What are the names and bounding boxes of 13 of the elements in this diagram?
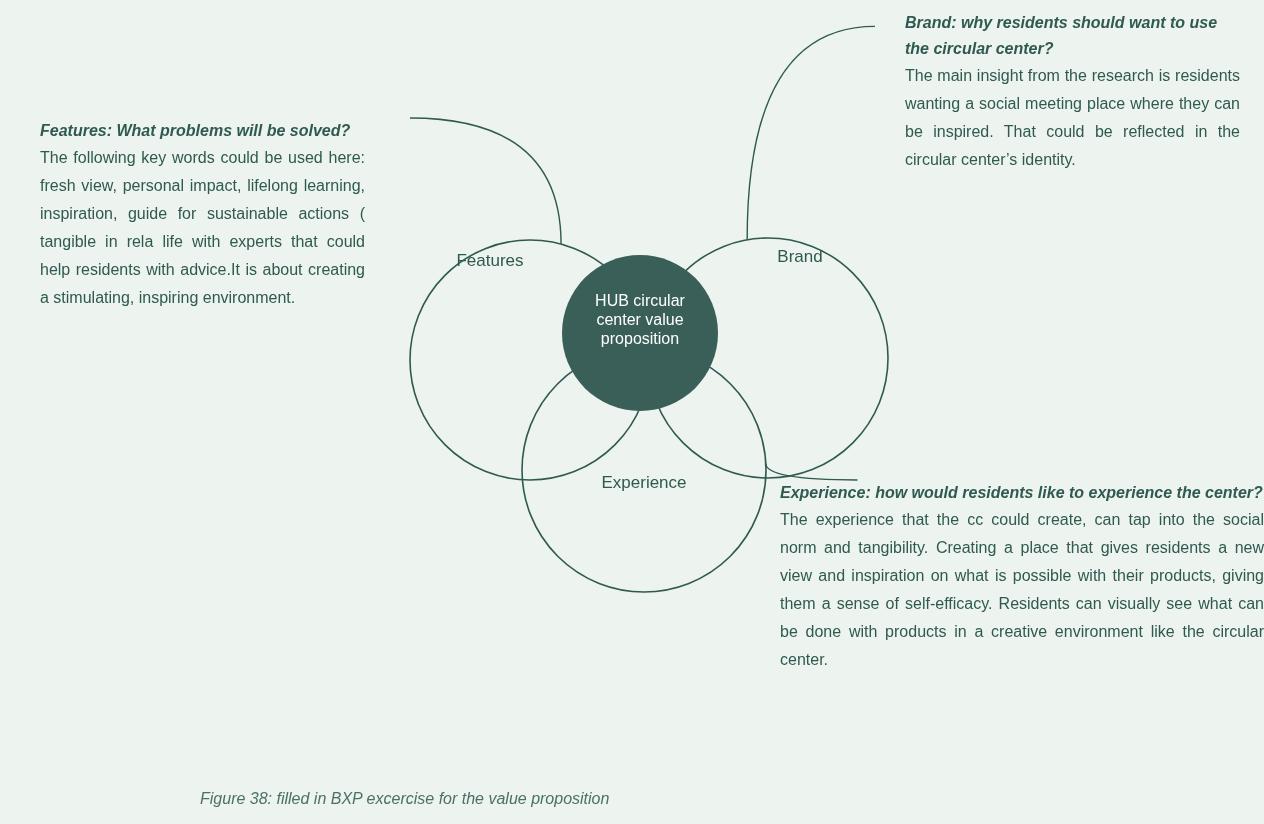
leader-line bbox=[746, 25, 876, 241]
figure-caption: Figure 38: filled in BXP excercise for the value proposition bbox=[200, 790, 610, 808]
center-text: HUB circular center value proposition bbox=[594, 291, 686, 348]
circle-label: Brand bbox=[777, 247, 823, 266]
callout-text: The experience that the cc could create, can tap into the social norm and tangibility. Creating a place that gives residents a new view and inspiration on what is possible with their products, giving them a sense of self-efficacy. Residents can visually see what can be done with products in a creative environment like the circular center. bbox=[780, 510, 1264, 670]
callout-text: The following key words could be used here: fresh view, personal impact, lifelong learning, inspiration, guide for sustainable actions ( tangible in rela life with experts that could help residents with advice.It is about creating a stimulating, inspiring environment. bbox=[40, 148, 365, 308]
circle-label: Features bbox=[456, 251, 524, 270]
circle-label: Experience bbox=[601, 473, 687, 492]
callout-text: The main insight from the research is residents wanting a social meeting place where they can be inspired. That could be reflected in the circular center’s identity. bbox=[905, 66, 1240, 170]
callout-heading: Brand: why residents should want to use the circular center? bbox=[905, 13, 1219, 59]
callout-heading: Experience: how would residents like to experience the center? bbox=[780, 483, 1264, 503]
leader-line bbox=[409, 117, 562, 245]
callout-heading: Features: What problems will be solved? bbox=[40, 121, 352, 141]
